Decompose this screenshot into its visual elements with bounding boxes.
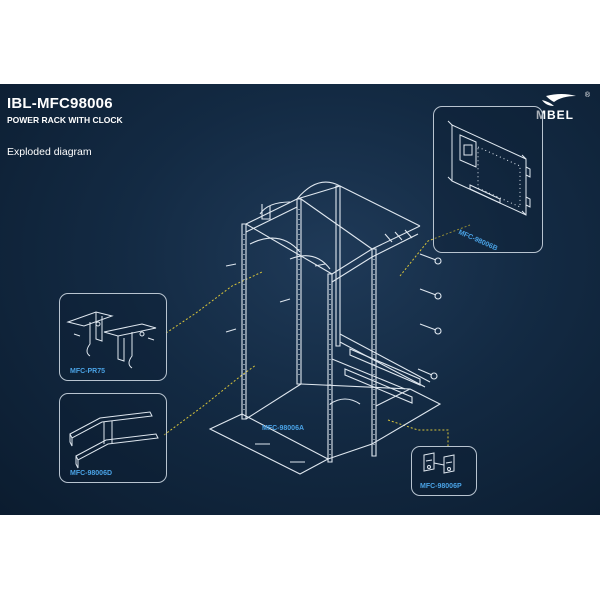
callout-box-mfc-98006b: MFC-98006B	[433, 106, 543, 253]
part-label-mfc-98006a: MFC-98006A	[262, 425, 305, 432]
callout-box-mfc-pr75: MFC-PR75	[59, 293, 167, 381]
part-art-mfc-98006b	[447, 120, 531, 216]
leader-lines	[163, 224, 471, 446]
part-label-mfc-pr75: MFC-PR75	[70, 368, 106, 375]
part-label-mfc-98006p: MFC-98006P	[420, 483, 462, 490]
model-title: IBL-MFC98006	[7, 95, 113, 112]
diagram-panel: IBL-MFC98006 POWER RACK WITH CLOCK Explo…	[0, 84, 600, 515]
exploded-diagram-art	[163, 181, 471, 475]
brand-logo-text: MBEL	[536, 108, 574, 122]
product-subtitle: POWER RACK WITH CLOCK	[7, 115, 123, 125]
part-art-mfc-98006p	[423, 452, 455, 474]
callout-box-mfc-98006d: MFC-98006D	[59, 393, 167, 483]
brand-logo: MBEL ®	[532, 90, 590, 126]
callout-box-mfc-98006p: MFC-98006P	[411, 446, 477, 496]
registered-mark: ®	[584, 92, 590, 99]
brand-logo-swoosh-icon	[542, 94, 576, 106]
part-art-mfc-pr75	[66, 311, 157, 369]
power-rack-main	[208, 181, 442, 475]
part-art-mfc-98006d	[69, 411, 159, 469]
part-label-mfc-98006d: MFC-98006D	[70, 470, 113, 477]
diagram-caption: Exploded diagram	[7, 146, 92, 158]
